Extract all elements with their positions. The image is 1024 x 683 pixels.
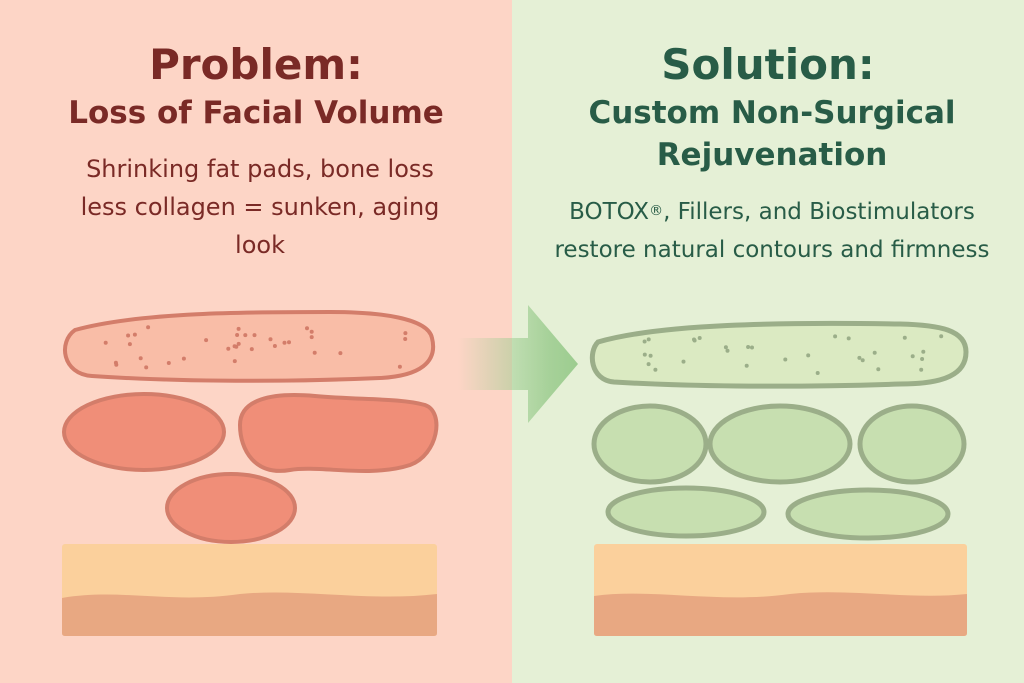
speckle xyxy=(857,355,862,360)
speckle xyxy=(403,331,408,336)
speckle xyxy=(232,344,237,349)
speckle xyxy=(127,342,132,347)
speckle xyxy=(815,371,820,375)
speckle xyxy=(697,336,702,340)
solution-skin-layer xyxy=(594,544,967,636)
solution-fat-pad-left xyxy=(591,403,709,485)
problem-fat-pad-left xyxy=(62,392,226,472)
solution-fat-pad-right xyxy=(857,403,967,485)
solution-description-rest: , Fillers, and Biostimulators restore na… xyxy=(554,199,990,263)
speckle xyxy=(725,348,730,353)
speckle xyxy=(146,325,151,330)
speckle xyxy=(806,353,811,358)
speckle xyxy=(646,362,651,367)
speckle xyxy=(902,335,907,340)
speckle xyxy=(181,356,186,361)
speckle xyxy=(746,345,751,349)
speckle xyxy=(309,335,314,340)
speckle xyxy=(846,336,851,341)
problem-fat-pad-right xyxy=(237,393,439,473)
speckle xyxy=(403,337,408,341)
speckle xyxy=(921,349,926,354)
speckle xyxy=(268,337,273,342)
speckle xyxy=(249,347,254,352)
speckle xyxy=(166,361,171,365)
speckle xyxy=(338,351,343,356)
solution-fat-pad-lower-left xyxy=(605,485,767,539)
speckle xyxy=(235,333,240,337)
fat-speckles xyxy=(642,334,944,375)
speckle xyxy=(103,340,108,345)
speckle xyxy=(860,358,865,363)
speckle xyxy=(397,364,402,369)
solution-fat-pad-lower-right xyxy=(785,487,951,541)
solution-superficial-fat xyxy=(589,320,969,389)
speckle xyxy=(939,334,944,339)
fat-speckles xyxy=(103,325,408,370)
speckle xyxy=(114,362,119,367)
speckle xyxy=(204,338,209,343)
speckle xyxy=(287,340,291,345)
problem-skin-layer xyxy=(62,544,437,636)
speckle xyxy=(312,350,317,355)
solution-heading: Solution: xyxy=(661,40,875,89)
speckle xyxy=(132,332,137,337)
transition-arrow xyxy=(458,305,578,423)
speckle xyxy=(783,357,788,362)
speckle xyxy=(642,339,647,344)
speckle xyxy=(648,353,653,358)
speckle xyxy=(920,357,925,361)
speckle xyxy=(919,367,924,372)
speckle xyxy=(681,359,686,364)
speckle xyxy=(833,334,838,339)
speckle xyxy=(282,340,287,345)
problem-fat-pad-lower xyxy=(165,472,297,544)
problem-heading: Problem: xyxy=(149,40,363,89)
problem-subheading: Loss of Facial Volume xyxy=(68,95,444,131)
registered-mark: ® xyxy=(649,203,664,219)
speckle xyxy=(243,333,248,338)
solution-subheading: Custom Non-Surgical Rejuvenation xyxy=(588,95,956,173)
speckle xyxy=(910,354,915,359)
solution-fat-pad-center xyxy=(707,403,853,485)
speckle xyxy=(232,359,237,364)
speckle xyxy=(305,326,309,331)
solution-description: BOTOX®, Fillers, and Biostimulators rest… xyxy=(532,192,1012,269)
speckle xyxy=(236,341,241,346)
problem-superficial-fat xyxy=(63,309,436,383)
speckle xyxy=(309,329,314,334)
speckle xyxy=(272,344,277,348)
speckle xyxy=(692,338,697,343)
speckle xyxy=(144,365,149,370)
speckle xyxy=(252,333,257,338)
speckle xyxy=(236,326,241,331)
problem-description: Shrinking fat pads, bone loss less colla… xyxy=(80,155,440,259)
speckle xyxy=(646,337,651,342)
speckle xyxy=(653,367,658,372)
speckle xyxy=(126,333,131,338)
speckle xyxy=(744,363,749,368)
speckle xyxy=(876,367,881,372)
speckle xyxy=(750,345,754,350)
speckle xyxy=(138,356,143,361)
speckle xyxy=(642,352,647,357)
speckle xyxy=(723,345,728,350)
speckle xyxy=(226,346,231,351)
botox-brand: BOTOX xyxy=(569,199,650,225)
speckle xyxy=(872,350,877,355)
